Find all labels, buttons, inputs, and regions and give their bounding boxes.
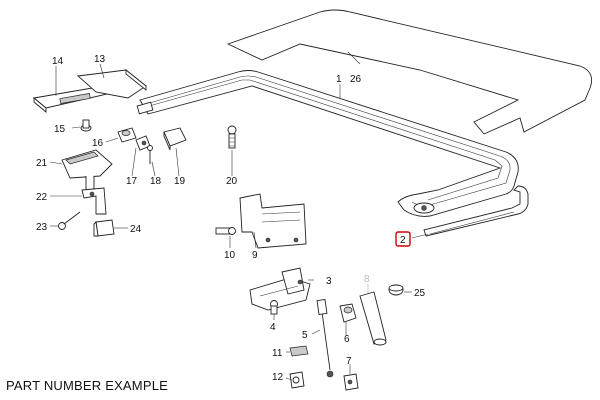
callout-11: 11 — [272, 348, 283, 359]
bolt-20 — [227, 125, 237, 149]
callout-3: 3 — [326, 276, 332, 287]
hinge-pin-12 — [289, 371, 305, 389]
callout-6: 6 — [344, 334, 350, 345]
pad-11 — [289, 345, 309, 357]
callout-10: 10 — [224, 250, 236, 261]
gas-strut-5 — [316, 299, 334, 378]
screw-15 — [80, 119, 92, 132]
edge-seal-2 — [423, 185, 529, 237]
screw-23 — [58, 211, 81, 230]
clip-24 — [93, 219, 115, 237]
callout-labels: 14 13 15 16 17 18 19 20 21 22 23 24 10 9… — [36, 54, 426, 383]
callout-5: 5 — [302, 330, 308, 341]
callout-2: 2 — [400, 235, 406, 246]
callout-1: 1 — [336, 74, 342, 85]
callout-7: 7 — [346, 356, 352, 367]
callout-4: 4 — [270, 322, 276, 333]
callout-22: 22 — [36, 192, 48, 203]
clip-7 — [343, 373, 359, 391]
callout-24: 24 — [130, 224, 142, 235]
callout-19: 19 — [174, 176, 186, 187]
callout-25: 25 — [414, 288, 426, 299]
bracket-19 — [163, 127, 187, 151]
callout-12: 12 — [272, 372, 284, 383]
callout-21: 21 — [36, 158, 48, 169]
cover-panel-26 — [226, 9, 593, 135]
grommet-25 — [388, 284, 404, 296]
callout-9: 9 — [252, 250, 258, 261]
caption: PART NUMBER EXAMPLE — [6, 378, 169, 393]
leader-lines — [49, 51, 429, 381]
callout-8: 8 — [364, 274, 370, 285]
hinge-assembly-3 — [249, 267, 311, 311]
callout-20: 20 — [226, 176, 238, 187]
callout-26: 26 — [350, 74, 362, 85]
hinge-cover-21 — [61, 149, 113, 191]
callout-2-highlight — [395, 231, 411, 247]
callout-18: 18 — [150, 176, 162, 187]
pin-10 — [215, 227, 236, 235]
strut-cylinder-8 — [359, 284, 387, 346]
callout-17: 17 — [126, 176, 138, 187]
callout-14: 14 — [52, 56, 64, 67]
screw-18 — [147, 145, 153, 164]
callout-15: 15 — [54, 124, 66, 135]
cover-plate-13 — [76, 69, 147, 99]
bolt-4 — [270, 300, 278, 315]
hinge-bracket-22 — [81, 187, 107, 215]
frame-seal-1 — [136, 70, 519, 217]
clip-16 — [117, 127, 137, 143]
callout-16: 16 — [92, 138, 104, 149]
callout-23: 23 — [36, 222, 48, 233]
bracket-plate-9 — [239, 193, 307, 249]
strut-cap-6 — [339, 303, 357, 323]
callout-13: 13 — [94, 54, 106, 65]
